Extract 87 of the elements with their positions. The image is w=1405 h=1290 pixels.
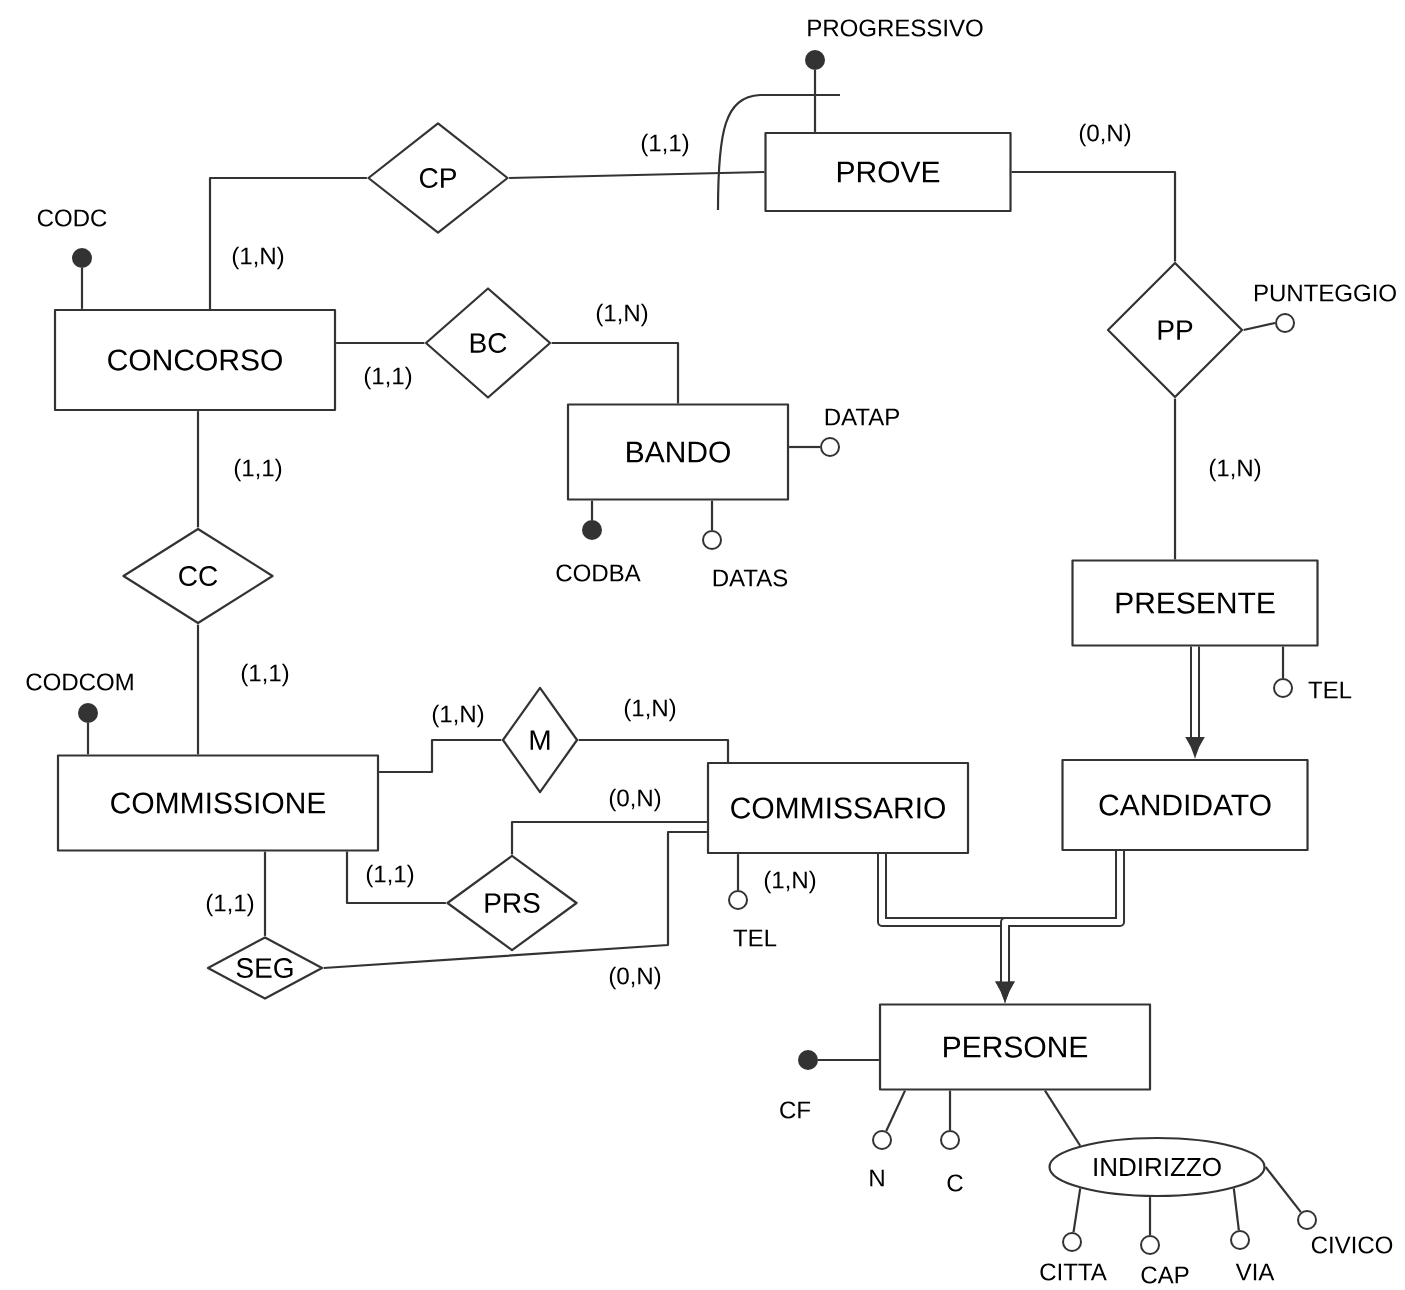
cardinality-label: (1,1) <box>639 132 691 158</box>
node-label: DATAP <box>825 408 899 426</box>
connector-line <box>710 500 714 530</box>
connector-line <box>86 723 90 755</box>
connector-line <box>379 738 502 774</box>
node-label: PROGRESSIVO <box>808 19 983 37</box>
connector-line <box>1044 1090 1082 1147</box>
connector-line <box>1243 321 1276 332</box>
connector-line <box>345 851 446 905</box>
connector-line <box>789 445 820 449</box>
attribute: CIVICO <box>1297 1210 1393 1254</box>
node-label: TEL <box>733 929 777 947</box>
connector-line <box>1011 170 1177 262</box>
entity-box: PRESENTE <box>1071 559 1319 647</box>
entity-box: CANDIDATO <box>1061 758 1309 852</box>
node-label: N <box>870 1169 884 1187</box>
connector-line <box>263 851 267 936</box>
cardinality-label: (0,N) <box>607 965 663 991</box>
entity-box: COMMISSARIO <box>706 761 970 855</box>
cardinality-label: (1,N) <box>430 703 486 729</box>
attribute: VIA <box>1230 1230 1275 1281</box>
attribute: N <box>870 1130 892 1187</box>
attribute: DATAS <box>702 530 788 587</box>
attribute: CODC <box>37 209 107 268</box>
node-label: PUNTEGGIO <box>1254 284 1396 302</box>
attribute: CODBA <box>556 520 641 582</box>
node-label: TEL <box>1308 681 1352 699</box>
connector-line <box>736 854 740 890</box>
node-label: DATAS <box>713 569 788 587</box>
cardinality-label: (1,N) <box>622 697 678 723</box>
cardinality-label: (1,N) <box>1207 457 1263 483</box>
entity-box: PROVE <box>764 131 1012 213</box>
cardinality-label: (1,1) <box>364 863 416 889</box>
entity-box: PERSONE <box>878 1003 1152 1091</box>
node-label: C <box>947 1174 963 1192</box>
connector-line <box>1173 398 1177 560</box>
connector-line <box>578 738 730 762</box>
attribute: C <box>940 1130 963 1192</box>
attribute: CAP <box>1140 1235 1189 1284</box>
attribute: PROGRESSIVO <box>805 19 983 70</box>
connector-line <box>885 1090 906 1132</box>
node-label: CODBA <box>556 564 641 582</box>
generalization-arrow <box>1185 646 1205 757</box>
node-label: CAP <box>1141 1266 1189 1284</box>
connector-line <box>551 341 680 404</box>
connector-line <box>948 1090 952 1130</box>
connector-line <box>1148 1197 1152 1235</box>
connector-line <box>208 176 367 309</box>
connector-line <box>196 411 200 528</box>
connector-line <box>509 170 765 180</box>
cardinality-label: (0,N) <box>607 787 663 813</box>
node-label: CF <box>780 1101 811 1119</box>
connector-line <box>323 830 707 970</box>
cardinality-label: (0,N) <box>1077 122 1133 148</box>
connector-line <box>818 1058 879 1062</box>
attribute: PUNTEGGIO <box>1255 284 1396 333</box>
connector-line <box>510 820 707 855</box>
entity-box: COMMISSIONE <box>56 754 380 852</box>
entity-box: CONCORSO <box>53 308 337 412</box>
attribute: CITTA <box>1040 1232 1107 1281</box>
node-label: CITTA <box>1040 1263 1107 1281</box>
attribute: DATAP <box>820 408 899 457</box>
cardinality-label: (1,1) <box>204 892 256 918</box>
node-label: CODC <box>37 209 107 227</box>
connector-line <box>80 268 84 309</box>
cardinality-label: (1,1) <box>232 457 284 483</box>
connector-line <box>1232 1188 1240 1231</box>
attribute: CF <box>780 1050 818 1119</box>
cardinality-label: (1,N) <box>762 869 818 895</box>
attribute: CODCOM <box>26 673 133 723</box>
connector-line <box>590 500 594 520</box>
node-label: VIA <box>1235 1263 1275 1281</box>
connector-line <box>813 70 817 132</box>
attribute: TEL <box>1273 678 1352 699</box>
cardinality-label: (1,1) <box>239 662 291 688</box>
connector-line <box>1072 1188 1082 1233</box>
connector-line <box>196 624 200 755</box>
entity-box: BANDO <box>566 403 790 501</box>
node-label: CODCOM <box>26 673 133 691</box>
connector-line <box>1281 646 1285 678</box>
generalization-arrow <box>995 851 1125 1001</box>
connector-line <box>336 341 425 345</box>
cardinality-label: (1,N) <box>594 302 650 328</box>
connector-line <box>1264 1166 1302 1213</box>
cardinality-label: (1,N) <box>230 245 286 271</box>
node-label: CIVICO <box>1311 1236 1393 1254</box>
cardinality-label: (1,1) <box>362 365 414 391</box>
